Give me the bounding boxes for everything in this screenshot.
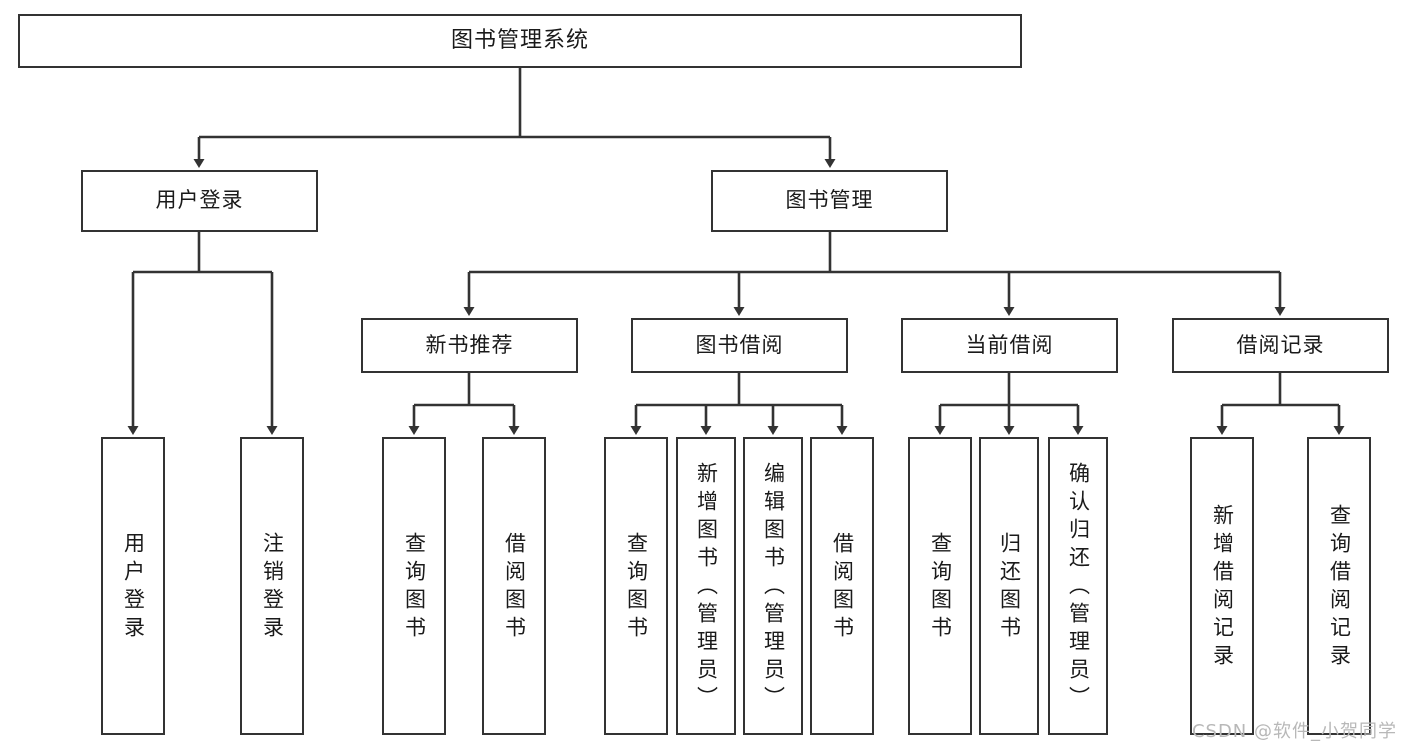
node-leaf-query-book-2-label: 查询图书 [624, 532, 649, 644]
node-leaf-borrow-book-2-label: 借阅图书 [830, 532, 855, 644]
node-book-borrow-label: 图书借阅 [695, 332, 784, 357]
node-leaf-confirm-return-label: 确认归还（管理员） [1066, 462, 1091, 714]
node-borrow-record-label: 借阅记录 [1236, 332, 1325, 357]
node-leaf-return-book-label: 归还图书 [997, 532, 1022, 644]
node-leaf-confirm-return[interactable]: 确认归还（管理员） [1048, 437, 1108, 735]
node-leaf-user-login[interactable]: 用户登录 [101, 437, 165, 735]
node-leaf-return-book[interactable]: 归还图书 [979, 437, 1039, 735]
node-leaf-query-book-1-label: 查询图书 [402, 532, 427, 644]
csdn-watermark: CSDN @软件_小贺同学 [1191, 721, 1397, 742]
node-new-book-recommend[interactable]: 新书推荐 [361, 318, 578, 373]
node-leaf-query-book-1[interactable]: 查询图书 [382, 437, 446, 735]
node-leaf-add-book[interactable]: 新增图书（管理员） [676, 437, 736, 735]
node-current-borrow[interactable]: 当前借阅 [901, 318, 1118, 373]
node-leaf-user-login-label: 用户登录 [121, 532, 146, 644]
node-leaf-add-record[interactable]: 新增借阅记录 [1190, 437, 1254, 735]
node-leaf-query-book-3[interactable]: 查询图书 [908, 437, 972, 735]
node-new-book-recommend-label: 新书推荐 [425, 332, 514, 357]
node-leaf-edit-book[interactable]: 编辑图书（管理员） [743, 437, 803, 735]
node-user-login[interactable]: 用户登录 [81, 170, 318, 232]
node-leaf-query-record[interactable]: 查询借阅记录 [1307, 437, 1371, 735]
node-leaf-borrow-book-2[interactable]: 借阅图书 [810, 437, 874, 735]
node-current-borrow-label: 当前借阅 [965, 332, 1054, 357]
node-book-borrow[interactable]: 图书借阅 [631, 318, 848, 373]
node-leaf-logout[interactable]: 注销登录 [240, 437, 304, 735]
node-leaf-logout-label: 注销登录 [260, 532, 285, 644]
node-user-login-label: 用户登录 [155, 188, 244, 213]
node-leaf-add-book-label: 新增图书（管理员） [694, 462, 719, 714]
node-leaf-edit-book-label: 编辑图书（管理员） [761, 462, 786, 714]
node-leaf-query-book-3-label: 查询图书 [928, 532, 953, 644]
node-leaf-add-record-label: 新增借阅记录 [1210, 504, 1235, 672]
node-root-label: 图书管理系统 [450, 27, 589, 53]
node-leaf-query-record-label: 查询借阅记录 [1327, 504, 1352, 672]
node-borrow-record[interactable]: 借阅记录 [1172, 318, 1389, 373]
node-leaf-borrow-book-1-label: 借阅图书 [502, 532, 527, 644]
node-root[interactable]: 图书管理系统 [18, 14, 1022, 68]
node-leaf-borrow-book-1[interactable]: 借阅图书 [482, 437, 546, 735]
node-book-management-label: 图书管理 [785, 188, 874, 213]
node-book-management[interactable]: 图书管理 [711, 170, 948, 232]
node-leaf-query-book-2[interactable]: 查询图书 [604, 437, 668, 735]
